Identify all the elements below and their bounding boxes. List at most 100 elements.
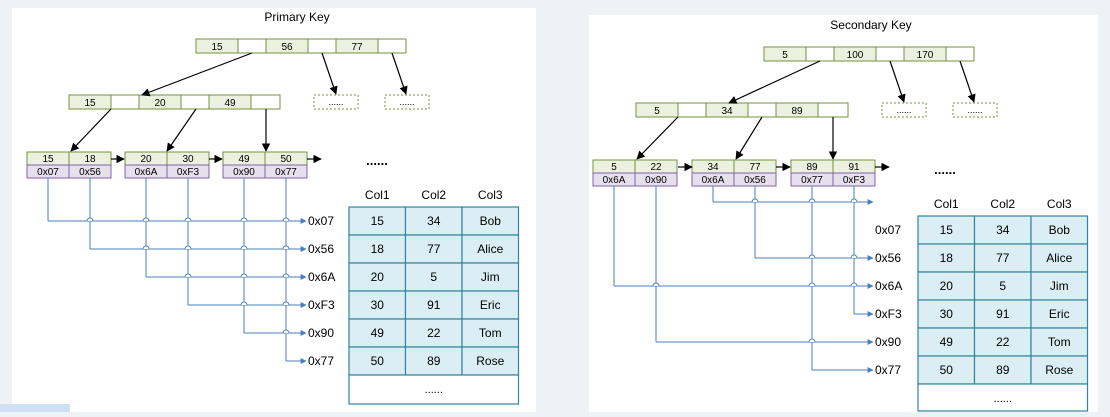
secondary-table-cell-text: 15 xyxy=(940,223,954,237)
primary-root-key-2: 56 xyxy=(281,42,293,53)
secondary-table-cell-text: 30 xyxy=(940,307,954,321)
secondary-table-cell-text: 34 xyxy=(996,223,1010,237)
secondary-table-cell-text: 49 xyxy=(940,335,954,349)
secondary-root-key-3: 170 xyxy=(917,50,934,61)
secondary-table-cell xyxy=(1030,271,1089,301)
primary-line-hop xyxy=(184,245,192,250)
secondary-table-cell-text: Eric xyxy=(1049,307,1070,321)
secondary-leaf-key: 34 xyxy=(707,162,719,173)
secondary-table-cell xyxy=(973,271,1032,301)
corner-tint xyxy=(0,404,70,412)
primary-leaf-pointer: 0x56 xyxy=(79,167,101,178)
secondary-root-key-1: 5 xyxy=(782,50,788,61)
primary-address-label: 0x90 xyxy=(308,326,334,340)
primary-table-cell xyxy=(348,262,407,292)
secondary-table-cell-text: Jim xyxy=(1050,279,1069,293)
primary-title: Primary Key xyxy=(264,10,329,24)
secondary-pointer-line xyxy=(853,186,874,317)
primary-address-label: 0x77 xyxy=(308,354,334,368)
secondary-mid-node: 5 34 89 xyxy=(635,102,849,118)
primary-table-header: Col2 xyxy=(421,188,446,202)
secondary-table-cell-text: Bob xyxy=(1049,223,1071,237)
primary-leaf-pointer: 0x90 xyxy=(233,167,255,178)
primary-table-cell xyxy=(404,234,463,264)
secondary-address-label: 0x56 xyxy=(875,251,901,265)
secondary-table-header: Col2 xyxy=(990,197,1015,211)
secondary-title: Secondary Key xyxy=(830,18,911,32)
secondary-line-hop xyxy=(808,282,816,287)
primary-table-cell-text: 89 xyxy=(427,354,441,368)
primary-line-hop xyxy=(240,245,248,250)
secondary-leaf-pointer: 0x90 xyxy=(645,175,667,186)
secondary-line-hop xyxy=(808,338,816,343)
primary-leaf-pointer: 0x6A xyxy=(135,167,158,178)
secondary-leaf-key: 22 xyxy=(650,162,662,173)
secondary-leaf-key: 77 xyxy=(749,162,761,173)
primary-dotted-label-2: ...... xyxy=(399,97,414,107)
secondary-table-row: 15 34 Bob xyxy=(917,215,1089,245)
primary-leaf-pointer: 0x07 xyxy=(37,167,59,178)
primary-table-cell xyxy=(461,262,520,292)
primary-table-cell xyxy=(461,346,520,376)
secondary-address-label: 0x6A xyxy=(875,279,902,293)
primary-line-hop xyxy=(184,217,192,222)
primary-ellipsis: ...... xyxy=(366,153,388,168)
secondary-dotted-label-1: ...... xyxy=(896,105,911,115)
secondary-root-node: 5 100 170 xyxy=(763,46,975,62)
primary-line-hop xyxy=(142,217,150,222)
primary-table-cell-text: 5 xyxy=(430,270,437,284)
primary-address-label: 0x6A xyxy=(308,270,335,284)
primary-table-cell-text: Eric xyxy=(480,298,501,312)
secondary-leaf-key: 5 xyxy=(611,162,617,173)
secondary-line-hop xyxy=(850,198,858,203)
primary-table-header: Col3 xyxy=(478,188,503,202)
secondary-table-cell xyxy=(1030,355,1089,385)
primary-leaf-pointer: 0xF3 xyxy=(177,167,200,178)
primary-line-hop xyxy=(282,217,290,222)
secondary-table-cell-text: 50 xyxy=(940,363,954,377)
secondary-tree-arrows xyxy=(636,60,976,160)
primary-line-hop xyxy=(184,273,192,278)
primary-table-cell-text: 77 xyxy=(427,242,441,256)
primary-line-hop xyxy=(282,301,290,306)
secondary-line-hop xyxy=(808,198,816,203)
secondary-leaf-key: 91 xyxy=(848,162,860,173)
primary-table-cell-text: 49 xyxy=(371,326,385,340)
primary-table-cell-text: 91 xyxy=(427,298,441,312)
primary-line-hop xyxy=(282,245,290,250)
primary-table-cell-text: Rose xyxy=(476,354,504,368)
primary-root-key-1: 15 xyxy=(211,42,223,53)
primary-mid-key-3: 49 xyxy=(224,98,236,109)
secondary-pointer-line xyxy=(712,186,874,205)
primary-table-cell-text: 18 xyxy=(371,242,385,256)
secondary-table-cell-text: 5 xyxy=(999,279,1006,293)
secondary-table-header: Col3 xyxy=(1047,197,1072,211)
primary-line-hop xyxy=(240,301,248,306)
primary-leaf-key: 30 xyxy=(182,154,194,165)
secondary-ellipsis: ...... xyxy=(934,162,956,177)
secondary-table-cell xyxy=(917,299,976,329)
primary-line-hop xyxy=(240,273,248,278)
secondary-table-cell-text: 89 xyxy=(996,363,1010,377)
primary-table-cell-text: 15 xyxy=(371,214,385,228)
secondary-table-cell-text: 18 xyxy=(940,251,954,265)
secondary-address-label: 0x07 xyxy=(875,223,901,237)
secondary-mid-key-2: 34 xyxy=(721,106,733,117)
secondary-pointer-lines xyxy=(613,186,874,373)
primary-line-hop xyxy=(240,217,248,222)
